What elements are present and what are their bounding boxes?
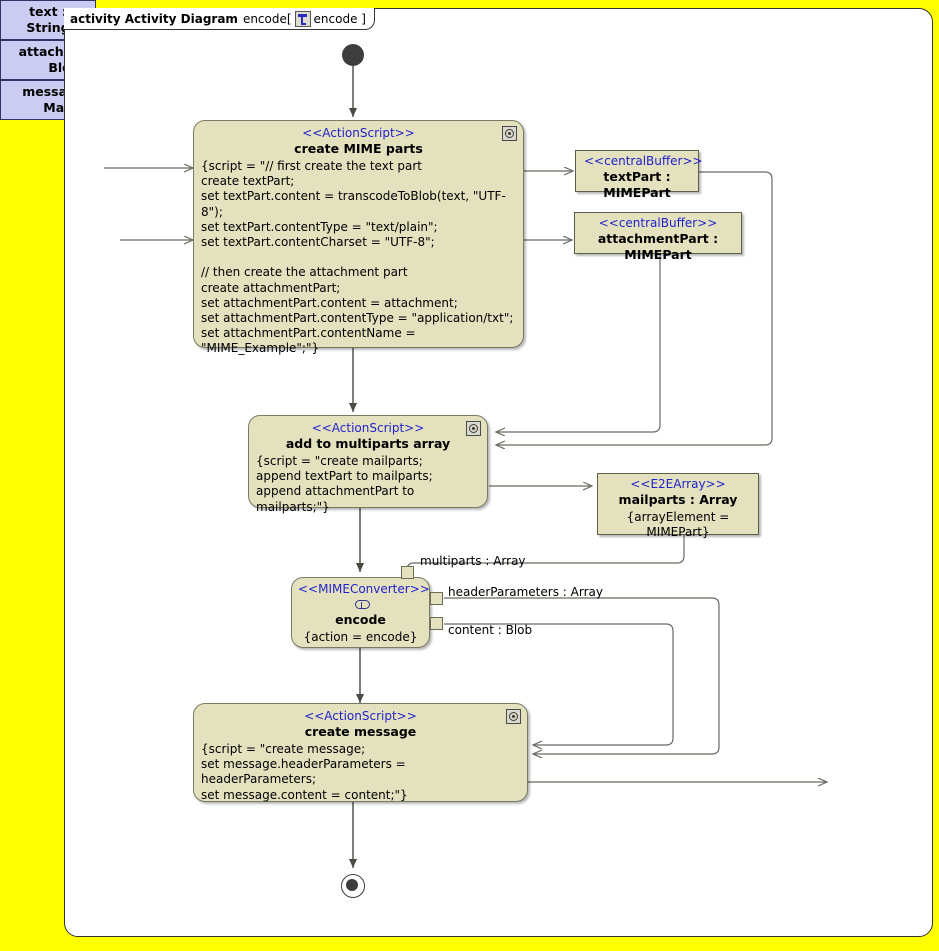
- stereotype-label: <<ActionScript>>: [304, 709, 417, 723]
- script-icon: [502, 126, 517, 141]
- node-name-label: textPart : MIMEPart: [603, 169, 671, 200]
- node-name-label: create MIME parts: [294, 141, 423, 156]
- input-pin-multiparts[interactable]: [401, 566, 414, 579]
- frame-tab-name: encode[: [242, 11, 292, 26]
- parameter-label: text : String: [26, 4, 70, 35]
- frame-tab-keyword: activity Activity Diagram: [70, 11, 238, 26]
- central-buffer-textpart[interactable]: <<centralBuffer>> textPart : MIMEPart: [575, 150, 703, 200]
- action-create-message[interactable]: <<ActionScript>> create message {script …: [193, 703, 528, 802]
- node-body-action: {action = encode}: [303, 630, 418, 644]
- output-pin-headerparameters[interactable]: [430, 592, 443, 605]
- central-buffer-attachmentpart[interactable]: <<centralBuffer>> attachmentPart : MIMEP…: [574, 212, 742, 262]
- pin-label-headerparameters: headerParameters : Array: [448, 585, 603, 599]
- e2e-array-mailparts[interactable]: <<E2EArray>> mailparts : Array {arrayEle…: [597, 473, 759, 539]
- converter-pill-icon: [354, 600, 370, 609]
- activity-diagram-icon: [294, 10, 311, 27]
- node-name-label: add to multiparts array: [285, 436, 451, 451]
- pin-label-multiparts: multiparts : Array: [420, 554, 526, 568]
- action-encode[interactable]: <<MIMEConverter>> encode {action = encod…: [291, 577, 430, 648]
- diagram-frame-tab: activity Activity Diagram encode[ encode…: [64, 8, 375, 30]
- node-body-constraint: {arrayElement = MIMEPart}: [626, 510, 734, 540]
- action-create-mime-parts[interactable]: <<ActionScript>> create MIME parts {scri…: [193, 120, 524, 355]
- frame-tab-suffix: encode ]: [313, 11, 366, 26]
- node-body-script: {script = "create mailparts; append text…: [256, 454, 433, 514]
- stereotype-label: <<ActionScript>>: [311, 421, 425, 435]
- pin-label-content: content : Blob: [448, 623, 533, 637]
- node-name-label: mailparts : Array: [618, 492, 738, 507]
- stereotype-text: <<MIMEConverter>>: [298, 582, 430, 596]
- action-add-to-multiparts-array[interactable]: <<ActionScript>> add to multiparts array…: [248, 415, 488, 514]
- output-pin-content[interactable]: [430, 617, 443, 630]
- stereotype-label: <<centralBuffer>>: [598, 216, 718, 230]
- script-icon: [506, 709, 521, 724]
- initial-node: [342, 44, 364, 66]
- stereotype-label: <<ActionScript>>: [302, 126, 415, 140]
- node-name-label: encode: [335, 612, 386, 627]
- activity-final-node: [341, 874, 365, 898]
- stereotype-label: <<MIMEConverter>>: [298, 582, 430, 612]
- node-name-label: create message: [304, 724, 417, 739]
- node-body-script: {script = "// first create the text part…: [201, 159, 514, 356]
- stereotype-label: <<E2EArray>>: [630, 477, 726, 491]
- node-name-label: attachmentPart : MIMEPart: [597, 231, 719, 262]
- node-body-script: {script = "create message; set message.h…: [201, 742, 408, 802]
- script-icon: [466, 421, 481, 436]
- stereotype-label: <<centralBuffer>>: [584, 154, 703, 168]
